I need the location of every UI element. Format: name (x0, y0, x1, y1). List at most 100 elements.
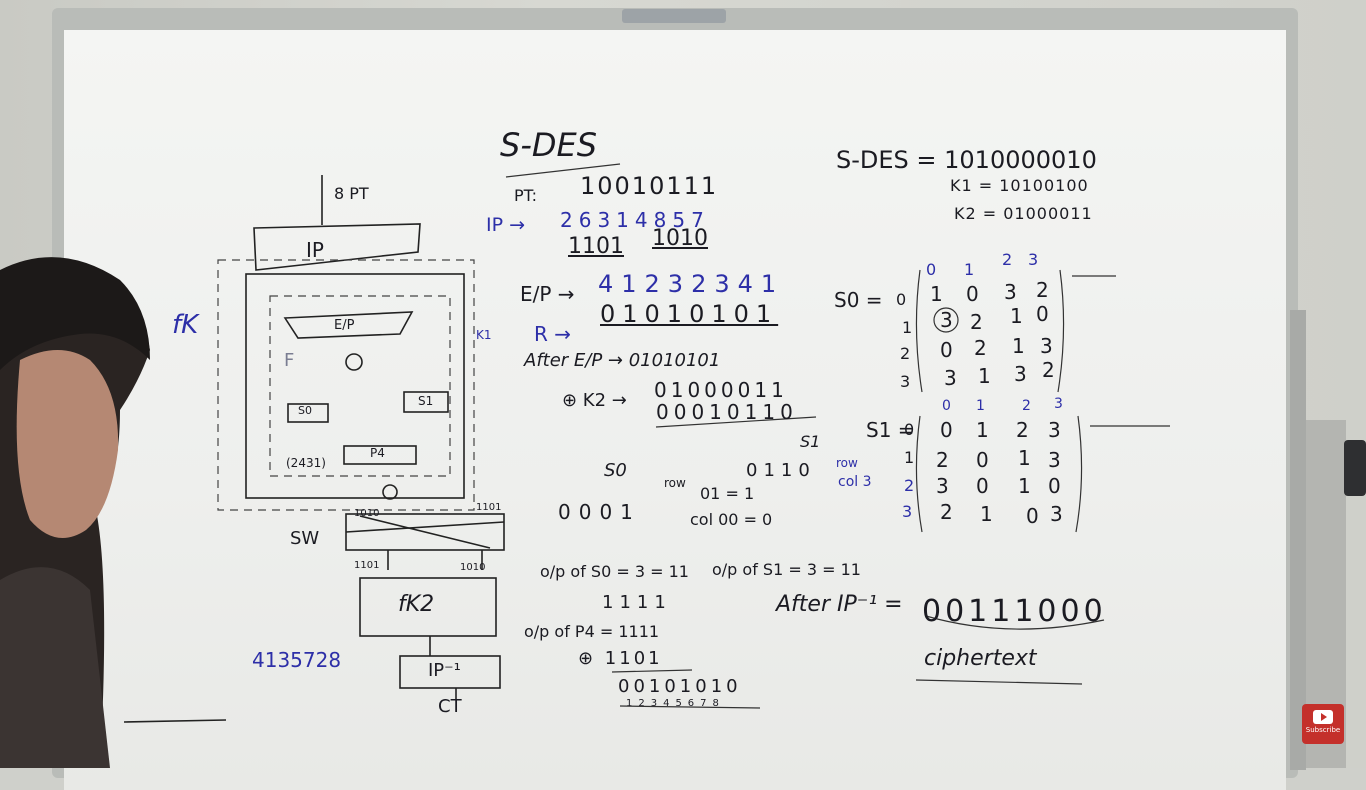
s0-col-0: 0 (926, 260, 937, 279)
s1-col-3: 3 (1054, 396, 1063, 412)
s0-row-1: 1 (902, 318, 913, 337)
diagram-fk-label: fK (172, 310, 199, 340)
s1-cell: 3 (936, 474, 949, 498)
s1-col-1: 1 (976, 398, 985, 414)
diagram-k1: K1 (476, 328, 492, 342)
worked-ep-order: 41232341 (598, 270, 785, 298)
worked-row-s0: 01 = 1 (700, 484, 755, 503)
diagram-ct: CT (438, 696, 462, 717)
diagram-s1: S1 (418, 394, 434, 408)
s0-cell: 3 (1040, 334, 1053, 358)
s1-cell: 3 (1048, 418, 1061, 442)
s1-cell: 1 (976, 418, 989, 442)
s0-cell: 2 (974, 336, 987, 360)
worked-final-order: 12345678 (626, 698, 725, 709)
s1-cell: 0 (1026, 504, 1039, 528)
s0-cell: 0 (940, 338, 953, 362)
worked-left: 1101 (568, 234, 624, 259)
s0-cell: 3 (1014, 362, 1027, 386)
s1-cell: 0 (976, 474, 989, 498)
s0-row-2: 2 (900, 344, 911, 363)
keys-heading: S-DES = 1010000010 (836, 146, 1097, 174)
youtube-play-icon (1313, 710, 1333, 724)
worked-right: 1010 (652, 226, 708, 251)
worked-op-s1: o/p of S1 = 3 = 11 (712, 560, 861, 579)
s1-col-0: 0 (942, 398, 951, 414)
s1-cell: 0 (1048, 474, 1061, 498)
worked-ep-label: E/P → (520, 282, 575, 306)
s0-box-label: S0 = (834, 288, 883, 312)
diagram-left-out: 1010 (354, 508, 380, 519)
s1-row-0: 0 (904, 420, 915, 439)
s1-cell: 3 (1048, 448, 1061, 472)
diagram-ip-inv: IP⁻¹ (428, 660, 461, 681)
presenter (0, 257, 150, 768)
s1-row-2: 2 (904, 476, 915, 495)
s1-cell: 3 (1050, 502, 1063, 526)
s0-col-1: 1 (964, 260, 975, 279)
s0-row-0: 0 (896, 290, 907, 309)
diagram-fk2: fK2 (398, 592, 435, 617)
worked-r-value: 01010101 (600, 300, 779, 328)
s1-cell: 2 (936, 448, 949, 472)
s0-cell: 3 (1004, 280, 1017, 304)
diagram-ep: E/P (334, 318, 355, 333)
result-cipher-label: ciphertext (924, 646, 1037, 671)
diagram-p4-order: (2431) (286, 456, 326, 470)
stand (1344, 440, 1366, 496)
worked-s1-tag: S1 (800, 432, 821, 451)
s0-col-2: 2 (1002, 250, 1013, 269)
result-cipher: 00111000 (922, 594, 1107, 629)
s1-cell: 0 (940, 418, 953, 442)
s1-cell: 1 (980, 502, 993, 526)
diagram-ip: IP (306, 238, 324, 262)
s0-cell: 1 (930, 282, 943, 306)
s0-col-3: 3 (1028, 250, 1039, 269)
s0-cell: 1 (1012, 334, 1025, 358)
subscribe-label: Subscribe (1305, 726, 1341, 734)
s0-cell: 2 (970, 310, 983, 334)
s0-cell: 3 (944, 366, 957, 390)
diagram-right-out: 1101 (476, 502, 502, 513)
subscribe-button[interactable]: Subscribe (1302, 704, 1344, 744)
s0-cell: 2 (1036, 278, 1049, 302)
worked-ip-label: IP → (486, 214, 526, 236)
worked-r-label: R → (534, 322, 572, 346)
sdes-diagram-lines (123, 163, 1170, 723)
worked-pt-label: PT: (514, 186, 538, 205)
worked-row-label: row (664, 476, 686, 490)
worked-ip-order: 26314857 (560, 208, 710, 232)
s1-cell: 1 (1018, 474, 1031, 498)
s1-cell: 2 (1016, 418, 1029, 442)
whiteboard (64, 30, 1286, 790)
s0-cell-circled: 3 (940, 308, 953, 332)
worked-k2-label: ⊕ K2 → (562, 390, 627, 411)
worked-s0-tag: S0 (604, 460, 627, 481)
board-rail (1290, 310, 1306, 770)
worked-s0-bits: 0001 (558, 500, 641, 524)
worked-col-s0: col 00 = 0 (690, 510, 773, 529)
diagram-s0: S0 (298, 404, 312, 417)
diagram-f: F (284, 350, 295, 371)
worked-row-s1: row (836, 456, 858, 470)
worked-op-s0: o/p of S0 = 3 = 11 (540, 562, 689, 581)
worked-k2-value: 01000011 (654, 378, 788, 402)
diagram-ip-inv-order: 4135728 (252, 648, 342, 672)
worked-xor-result: 00010110 (656, 400, 798, 424)
s0-row-3: 3 (900, 372, 911, 391)
worked-col-s1: col 3 (838, 474, 872, 490)
s1-row-3: 3 (902, 502, 913, 521)
diagram-after-sw-right: 1010 (460, 562, 486, 573)
s0-cell: 2 (1042, 358, 1055, 382)
s1-cell: 2 (940, 500, 953, 524)
worked-title: S-DES (500, 126, 598, 164)
s1-col-2: 2 (1022, 398, 1031, 414)
diagram-input: 8 PT (334, 184, 369, 203)
keys-k1: K1 = 10100100 (950, 176, 1089, 195)
worked-final: 00101010 (618, 676, 742, 697)
diagram-after-sw-left: 1101 (354, 560, 380, 571)
worked-xor2: ⊕ 1101 (578, 648, 663, 669)
s0-cell: 0 (1036, 302, 1049, 326)
s1-cell: 1 (1018, 446, 1031, 470)
s0-cell: 0 (966, 282, 979, 306)
